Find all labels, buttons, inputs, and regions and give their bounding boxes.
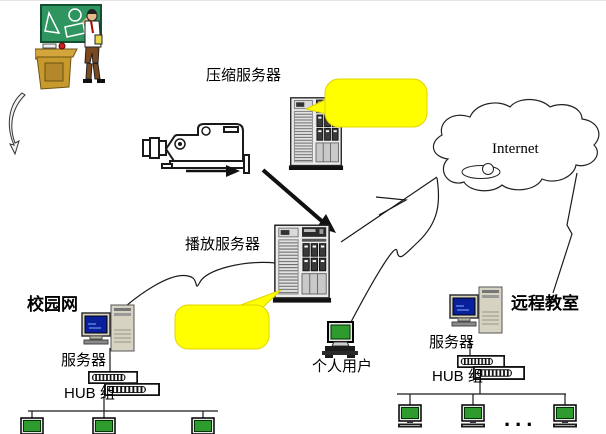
- internet-label: Internet: [492, 141, 539, 157]
- campus-server-icon: [80, 304, 140, 356]
- campus-workstation-icon-2: [91, 417, 117, 434]
- remote-workstation-icon-2: [460, 404, 486, 428]
- curved-arrow-icon: [8, 92, 26, 155]
- campus-to-playback-line: [111, 261, 277, 320]
- label-playback-server: 播放服务器: [185, 236, 261, 253]
- label-remote-classroom: 远程教室: [511, 294, 579, 313]
- internet-to-remote-line: [552, 172, 578, 294]
- playback-to-internet-arrow: [340, 176, 438, 243]
- campus-workstation-icon-1: [19, 417, 45, 434]
- personal-user-icon: [322, 321, 358, 358]
- label-campus-hub-group: HUB 组: [64, 385, 115, 402]
- remote-server-icon: [448, 286, 508, 338]
- label-personal-user: 个人用户: [312, 358, 373, 375]
- remote-workstation-icon-1: [397, 404, 423, 428]
- label-remote-server: 服务器: [429, 334, 475, 351]
- campus-workstation-icon-3: [190, 417, 216, 434]
- label-compression-server: 压缩服务器: [206, 67, 282, 84]
- classroom-clipart: [35, 4, 105, 90]
- internet-cloud: Internet: [432, 98, 600, 192]
- label-campus-server: 服务器: [61, 352, 107, 369]
- label-remote-hub-group: HUB 组: [432, 368, 483, 385]
- label-more-computers: ...: [504, 406, 538, 431]
- video-camera-icon: [142, 123, 250, 177]
- campus-lan-tree: [28, 348, 218, 419]
- callout-bubble-bottom: [174, 289, 282, 350]
- remote-workstation-icon-3: [552, 404, 578, 428]
- internet-to-user-line: [350, 177, 440, 323]
- remote-lan-tree: [397, 338, 566, 405]
- label-campus-network: 校园网: [27, 295, 78, 314]
- callout-bubble-top: [305, 78, 428, 128]
